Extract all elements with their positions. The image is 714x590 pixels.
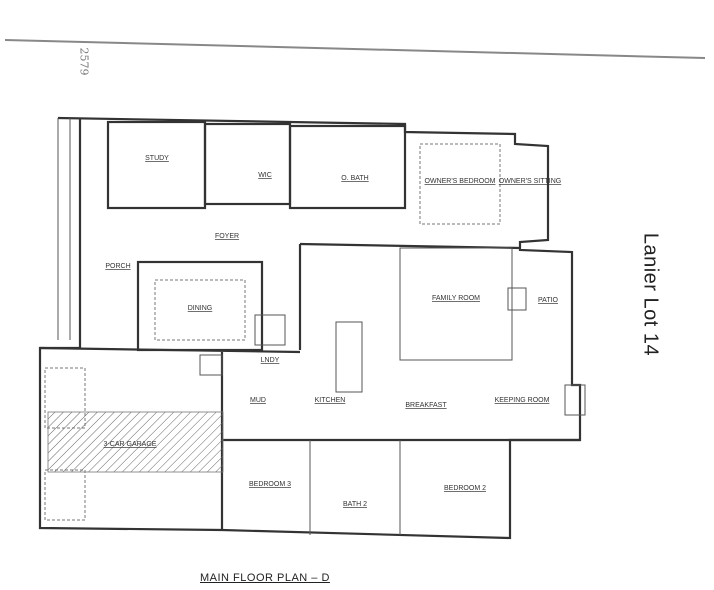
room-label-study: STUDY bbox=[145, 155, 169, 162]
room-label-mud: MUD bbox=[250, 397, 266, 404]
room-label-family-room: FAMILY ROOM bbox=[432, 295, 480, 302]
room-label-owners-sitting: OWNER'S SITTING bbox=[499, 178, 561, 185]
room-label-owners-bedroom: OWNER'S BEDROOM bbox=[425, 178, 496, 185]
plan-title: MAIN FLOOR PLAN – D bbox=[200, 572, 330, 584]
room-label-foyer: FOYER bbox=[215, 233, 239, 240]
garage-hatched-area bbox=[47, 411, 224, 473]
room-label-garage: 3-CAR GARAGE bbox=[104, 441, 157, 448]
room-label-bedroom-3: BEDROOM 3 bbox=[249, 481, 291, 488]
room-label-owners-bath: O. BATH bbox=[341, 175, 368, 182]
room-label-patio: PATIO bbox=[538, 297, 559, 304]
room-label-porch: PORCH bbox=[105, 263, 130, 270]
room-label-wic: WIC bbox=[258, 172, 272, 179]
room-label-kitchen: KITCHEN bbox=[315, 397, 346, 404]
room-label-keeping-room: KEEPING ROOM bbox=[495, 397, 550, 404]
room-label-breakfast: BREAKFAST bbox=[405, 402, 447, 409]
room-label-bath-2: BATH 2 bbox=[343, 501, 367, 508]
room-label-dining: DINING bbox=[188, 305, 213, 312]
walls bbox=[38, 116, 586, 540]
room-label-laundry: LNDY bbox=[261, 357, 280, 364]
scan-edge-line bbox=[4, 39, 706, 59]
room-label-bedroom-2: BEDROOM 2 bbox=[444, 485, 486, 492]
lot-label: Lanier Lot 14 bbox=[639, 232, 662, 357]
handwritten-note: 2579 bbox=[77, 47, 91, 76]
